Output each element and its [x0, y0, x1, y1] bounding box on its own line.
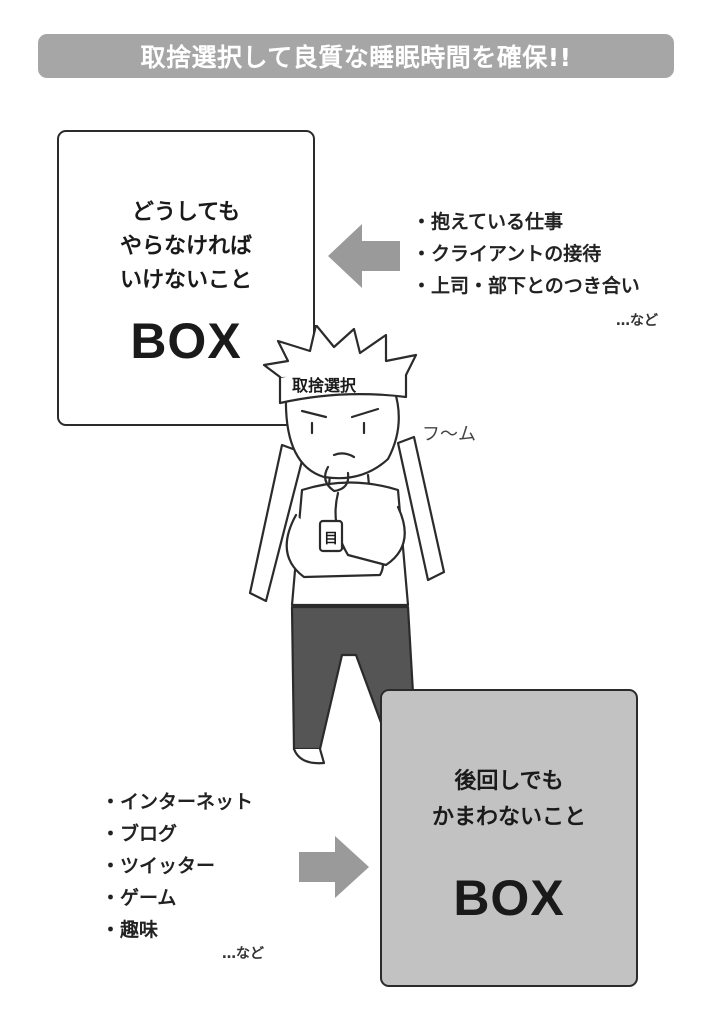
list-item: ・趣味 [101, 919, 159, 941]
must-do-box-title: BOX [130, 313, 242, 369]
list-item: ・上司・部下とのつき合い [412, 275, 640, 297]
headband-text: 取捨選択 [292, 376, 357, 395]
list-item: ・クライアントの接待 [412, 243, 602, 265]
can-postpone-line-2: かまわないこと [431, 805, 586, 830]
can-postpone-box: 後回しでも かまわないこと BOX [380, 689, 638, 987]
must-do-line-2: やらなければ [119, 234, 252, 259]
sound-effect: フ〜ム [422, 424, 476, 445]
arrow-left-icon [328, 224, 400, 288]
pocket-text: 目 [324, 531, 338, 547]
list-item: ・インターネット [101, 791, 254, 813]
must-do-etc: …など [616, 313, 658, 329]
can-postpone-list: ・インターネット ・ブログ ・ツイッター ・ゲーム ・趣味 [101, 786, 253, 946]
must-do-box: どうしても やらなければ いけないこと BOX [57, 130, 315, 426]
must-do-list: ・抱えている仕事 ・クライアントの接待 ・上司・部下とのつき合い [412, 206, 640, 302]
can-postpone-line-1: 後回しでも [454, 769, 564, 794]
list-item: ・ゲーム [101, 887, 177, 909]
list-item: ・ブログ [101, 823, 178, 845]
title-banner: 取捨選択して良質な睡眠時間を確保!! [38, 34, 674, 78]
must-do-line-3: いけないこと [119, 268, 252, 293]
can-postpone-box-title: BOX [453, 870, 565, 926]
banner-title: 取捨選択して良質な睡眠時間を確保!! [140, 43, 572, 72]
arrow-right-icon [299, 836, 369, 898]
can-postpone-etc: …など [222, 946, 264, 962]
must-do-line-1: どうしても [131, 200, 241, 225]
list-item: ・抱えている仕事 [412, 211, 564, 233]
list-item: ・ツイッター [101, 855, 216, 877]
